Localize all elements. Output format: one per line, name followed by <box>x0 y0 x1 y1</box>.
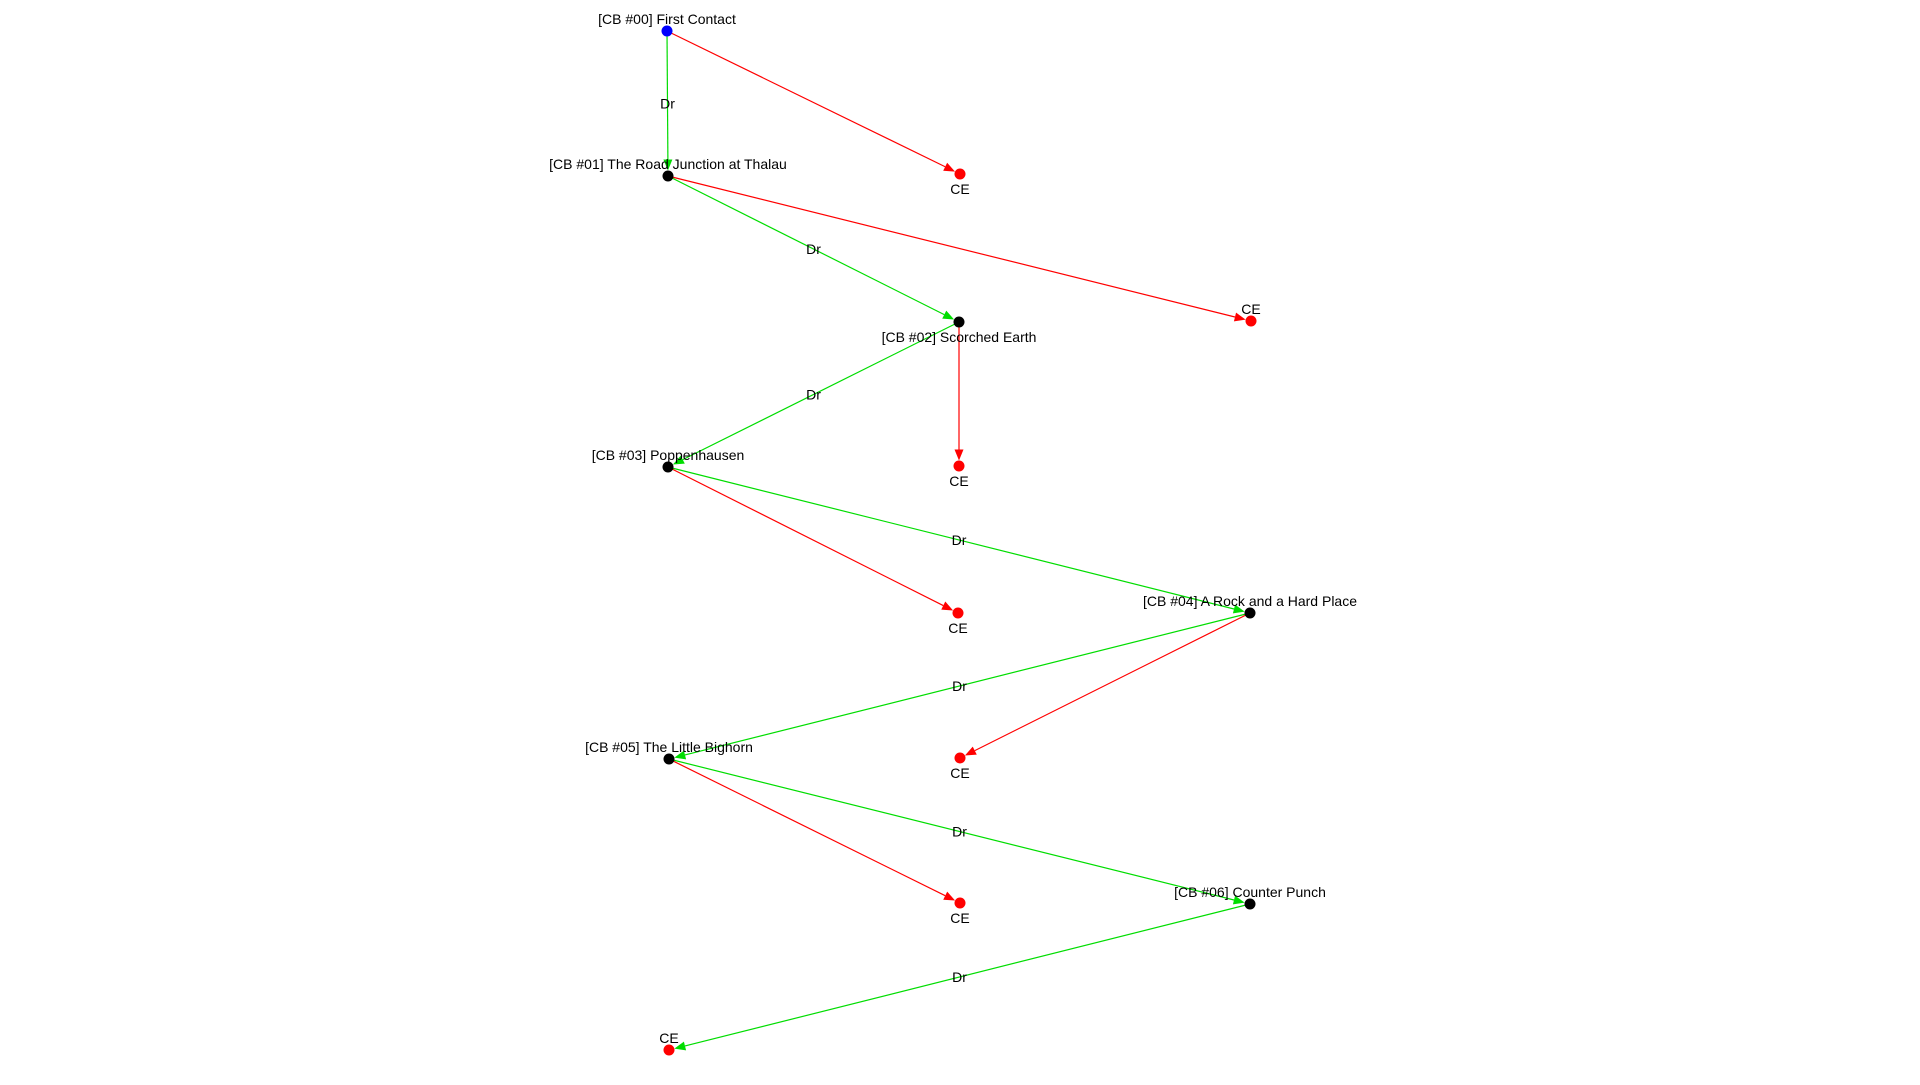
edge-cb04-cb05-line <box>684 612 1251 756</box>
edge-label-cb02-cb03: Dr <box>806 387 821 403</box>
graph-node-label-ce06: CE <box>950 910 969 926</box>
edge-cb00-cb01-arrowhead <box>663 159 673 171</box>
edge-label-cb06-ce07: Dr <box>952 969 967 985</box>
graph-node-cb00 <box>661 25 673 37</box>
graph-node-label-cb05: [CB #05] The Little Bighorn <box>585 739 753 755</box>
edge-cb03-ce04-line <box>667 466 944 607</box>
edge-cb05-ce06-line <box>668 758 946 897</box>
edge-cb03-cb04-arrowhead <box>1232 604 1245 614</box>
nodes-layer <box>661 25 1257 1056</box>
graph-node-label-cb00: [CB #00] First Contact <box>598 11 736 27</box>
edge-cb02-cb03-line <box>682 321 960 461</box>
edge-cb04-ce05-arrowhead <box>964 746 977 756</box>
graph-node-label-ce02: CE <box>1241 301 1260 317</box>
edge-cb05-ce06-arrowhead <box>943 891 956 901</box>
graph-node-label-cb04: [CB #04] A Rock and a Hard Place <box>1143 593 1357 609</box>
graph-node-label-cb01: [CB #01] The Road Junction at Thalau <box>549 156 787 172</box>
graph-node-label-ce01: CE <box>950 181 969 197</box>
graph-node-ce03 <box>953 460 965 472</box>
edges-layer <box>663 30 1251 1051</box>
edge-cb06-ce07-line <box>684 903 1251 1047</box>
edge-cb03-ce04-arrowhead <box>941 601 954 611</box>
graph-node-label-cb03: [CB #03] Poppenhausen <box>592 447 745 463</box>
edge-cb04-cb05-arrowhead <box>674 750 687 760</box>
edge-cb01-cb02-line <box>667 175 945 316</box>
graph-node-ce04 <box>952 607 964 619</box>
edge-label-cb00-cb01: Dr <box>660 96 675 112</box>
graph-node-label-ce07: CE <box>659 1030 678 1046</box>
graph-node-cb04 <box>1244 607 1256 619</box>
edge-cb04-ce05-line <box>974 612 1251 752</box>
graph-node-ce02 <box>1245 315 1257 327</box>
edge-cb00-ce01-arrowhead <box>943 162 956 172</box>
edge-cb05-cb06-line <box>668 758 1235 901</box>
graph-node-label-ce04: CE <box>948 620 967 636</box>
edge-cb05-cb06-arrowhead <box>1232 895 1245 905</box>
graph-node-cb06 <box>1244 898 1256 910</box>
graph-node-ce01 <box>954 168 966 180</box>
graph-node-ce07 <box>663 1044 675 1056</box>
edge-cb01-cb02-arrowhead <box>942 310 955 320</box>
edge-cb02-ce03-arrowhead <box>954 449 964 461</box>
edge-cb00-ce01-line <box>666 30 946 168</box>
graph-node-label-cb06: [CB #06] Counter Punch <box>1174 884 1326 900</box>
graph-node-cb02 <box>953 316 965 328</box>
graph-node-cb01 <box>662 170 674 182</box>
edge-label-cb05-cb06: Dr <box>952 824 967 840</box>
edge-cb06-ce07-arrowhead <box>674 1041 687 1051</box>
graph-node-label-ce05: CE <box>950 765 969 781</box>
edge-cb03-cb04-line <box>667 466 1235 610</box>
graph-node-ce05 <box>954 752 966 764</box>
edge-cb00-cb01-line <box>666 30 669 160</box>
edge-label-cb03-cb04: Dr <box>952 532 967 548</box>
graph-node-cb03 <box>662 461 674 473</box>
edge-cb01-ce02-line <box>667 175 1236 318</box>
edge-label-cb04-cb05: Dr <box>952 678 967 694</box>
graph-node-ce06 <box>954 897 966 909</box>
graph-node-cb05 <box>663 753 675 765</box>
edge-label-cb01-cb02: Dr <box>806 241 821 257</box>
edge-cb01-ce02-arrowhead <box>1233 312 1246 322</box>
graph-node-label-cb02: [CB #02] Scorched Earth <box>882 329 1037 345</box>
graph-node-label-ce03: CE <box>949 473 968 489</box>
edge-cb02-cb03-arrowhead <box>672 455 685 465</box>
